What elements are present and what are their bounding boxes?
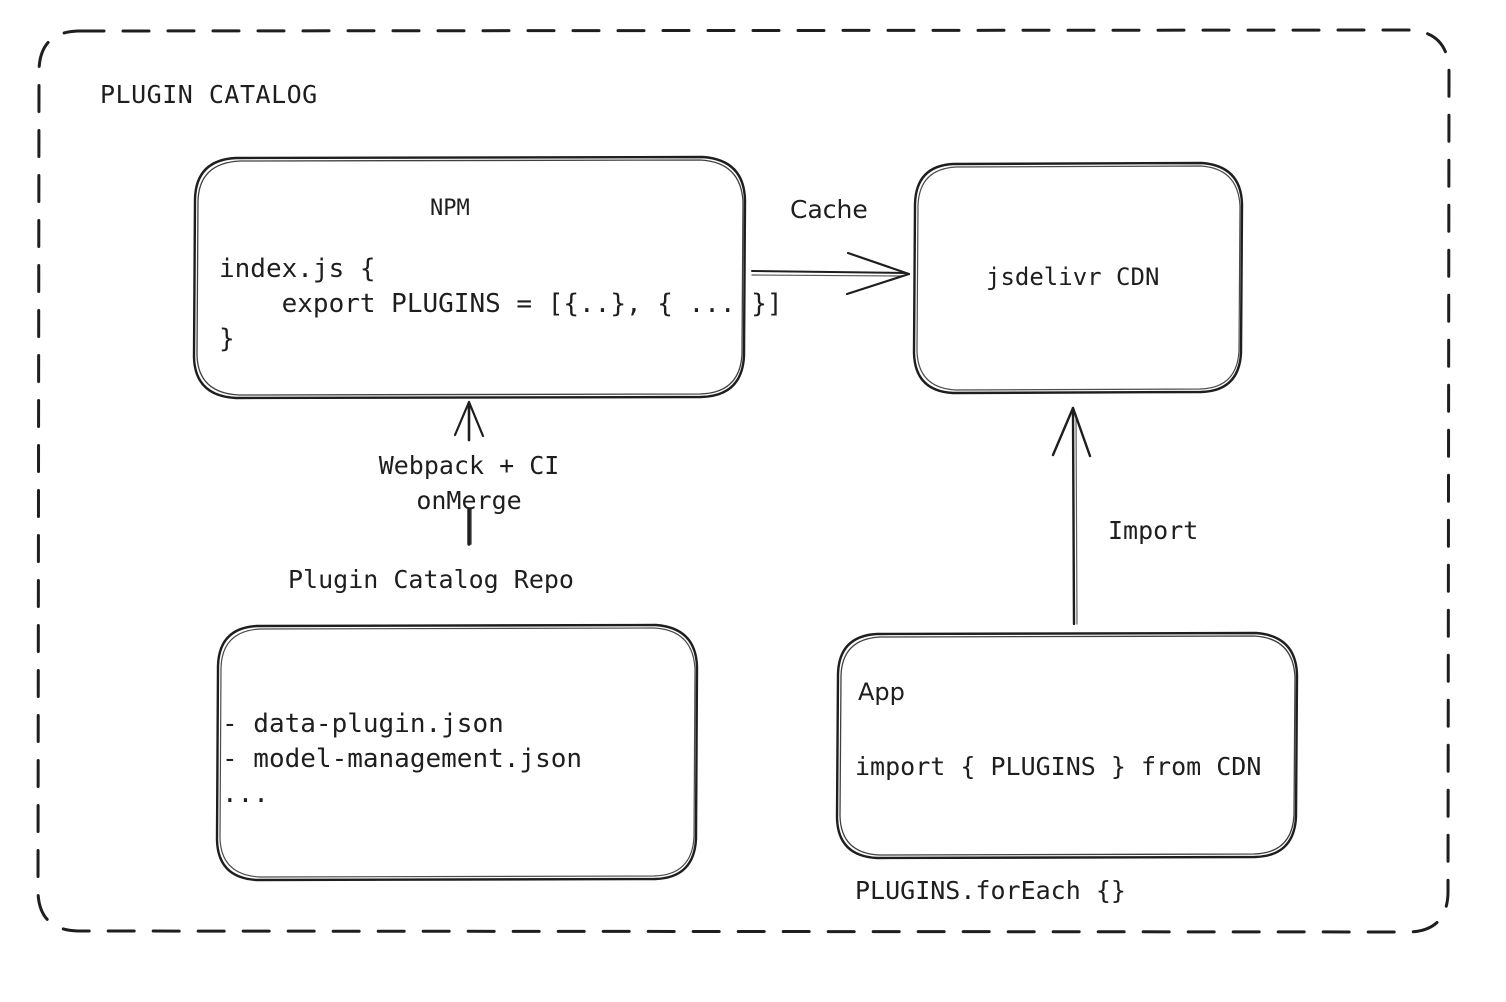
node-npm-shape[interactable] (192, 155, 747, 400)
node-repo-file-list: - data-plugin.json - model-management.js… (222, 709, 583, 809)
edge-label-cache: Cache (790, 195, 868, 224)
edge-build (453, 400, 485, 546)
node-npm-code: index.js { export PLUGINS = [{..}, { ...… (219, 254, 783, 354)
group-title: PLUGIN CATALOG (100, 80, 318, 109)
node-cdn-shape[interactable] (912, 161, 1244, 395)
node-cdn-title: jsdelivr CDN (986, 263, 1160, 291)
node-repo-shape[interactable] (215, 623, 699, 882)
edge-import (1051, 406, 1092, 626)
node-repo-caption: Plugin Catalog Repo (288, 565, 574, 594)
node-app-shape[interactable] (835, 631, 1299, 860)
node-app-code: import { PLUGINS } from CDN PLUGINS.forE… (855, 752, 1262, 905)
node-app-title: App (858, 678, 905, 706)
edge-cache (751, 251, 911, 296)
group-frame (36, 28, 1451, 934)
edge-label-build: Webpack + CI onMerge (378, 451, 560, 515)
node-npm-title: NPM (430, 196, 470, 221)
edge-label-import: Import (1108, 516, 1199, 545)
